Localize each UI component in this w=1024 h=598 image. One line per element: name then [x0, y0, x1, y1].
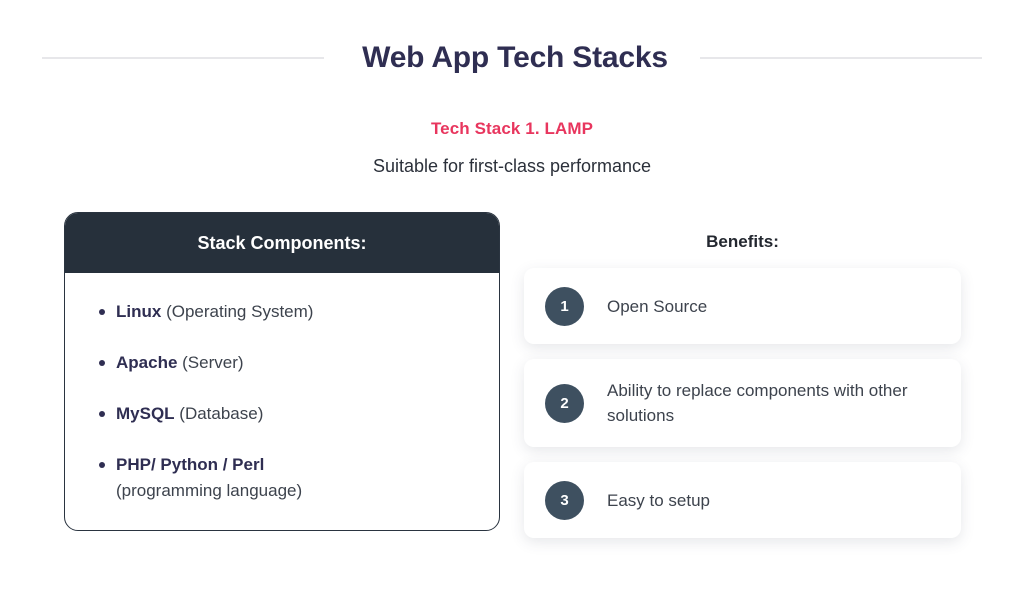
bullet-icon	[99, 360, 105, 366]
stack-subtitle: Suitable for first-class performance	[372, 156, 652, 176]
list-item: Apache (Server)	[65, 350, 499, 376]
component-description: (Database)	[174, 404, 264, 423]
benefit-text: Ability to replace components with other…	[607, 381, 908, 425]
component-name: Linux	[116, 302, 162, 321]
benefit-card: 3 Easy to setup	[524, 462, 961, 538]
benefits-list: 1 Open Source 2 Ability to replace compo…	[524, 268, 961, 538]
bullet-icon	[99, 462, 105, 468]
stack-label: Tech Stack 1. LAMP	[430, 119, 594, 138]
page-title: Web App Tech Stacks	[362, 41, 668, 74]
component-name: PHP/ Python / Perl	[116, 455, 265, 474]
stack-components-heading-label: Stack Components:	[197, 232, 367, 253]
stack-components-card: Stack Components: Linux (Operating Syste…	[64, 212, 500, 531]
title-divider-right	[699, 57, 982, 59]
benefit-card: 1 Open Source	[524, 268, 961, 344]
component-description: (Server)	[177, 353, 244, 372]
component-name: Apache	[116, 353, 178, 372]
bullet-icon	[99, 411, 105, 417]
component-name: MySQL	[116, 404, 175, 423]
stack-components-header: Stack Components:	[65, 213, 499, 273]
component-text: MySQL (Database)	[116, 401, 263, 427]
component-description: (Operating System)	[161, 302, 314, 321]
list-item: MySQL (Database)	[65, 401, 499, 427]
component-description: (programming language)	[116, 481, 303, 500]
benefit-card: 2 Ability to replace components with oth…	[524, 359, 961, 447]
component-text: Linux (Operating System)	[116, 299, 313, 325]
component-text: PHP/ Python / Perl (programming language…	[116, 452, 302, 504]
component-text: Apache (Server)	[116, 350, 244, 376]
list-item: PHP/ Python / Perl (programming language…	[65, 452, 499, 504]
benefits-heading: Benefits:	[706, 232, 779, 251]
benefit-number-badge: 2	[545, 383, 584, 423]
benefit-number-badge: 1	[545, 286, 584, 326]
benefit-text: Easy to setup	[607, 490, 711, 510]
page-header: Web App Tech Stacks	[0, 36, 1024, 80]
benefit-text: Open Source	[607, 296, 708, 316]
stack-components-list: Linux (Operating System) Apache (Server)…	[65, 273, 499, 504]
benefit-number-badge: 3	[545, 480, 584, 520]
list-item: Linux (Operating System)	[65, 299, 499, 325]
bullet-icon	[99, 309, 105, 315]
title-divider-left	[42, 57, 325, 59]
